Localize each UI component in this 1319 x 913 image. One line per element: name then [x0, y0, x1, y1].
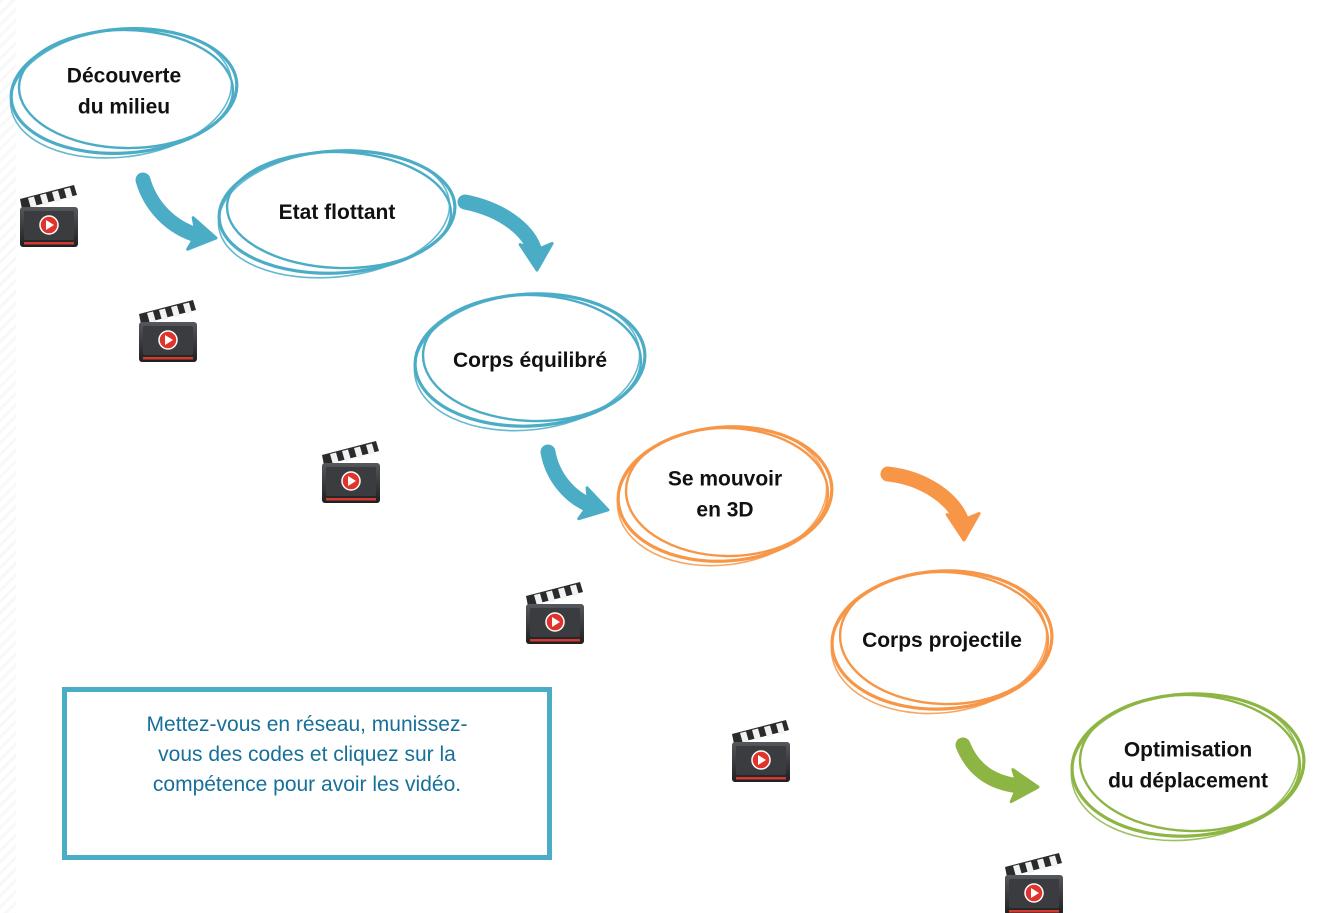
decorative-edge-pattern [0, 0, 16, 913]
competence-node-1[interactable]: Découverte du milieu [3, 16, 241, 170]
competence-label: Etat flottant [279, 201, 396, 224]
flow-arrow-1 [135, 172, 218, 251]
competence-node-6[interactable]: Optimisation du déplacement [1064, 682, 1308, 851]
competence-label: du milieu [78, 96, 170, 119]
competence-label: Se mouvoir [668, 468, 782, 491]
flow-arrow-4 [880, 466, 981, 542]
clapperboard-play-icon[interactable] [732, 720, 790, 782]
competence-label: Découverte [67, 65, 181, 88]
competence-node-2[interactable]: Etat flottant [212, 139, 458, 289]
info-box: Mettez-vous en réseau, munissez- vous de… [62, 687, 552, 860]
competence-node-4[interactable]: Se mouvoir en 3D [609, 415, 836, 578]
clapperboard-play-icon[interactable] [20, 185, 78, 247]
clapperboard-play-icon[interactable] [526, 582, 584, 644]
info-text: Mettez-vous en réseau, munissez- vous de… [146, 713, 468, 796]
competence-label: Optimisation [1124, 739, 1252, 762]
competence-label: en 3D [696, 499, 753, 522]
flow-arrow-5 [955, 737, 1040, 804]
competence-label: Corps projectile [862, 629, 1022, 652]
flow-arrow-2 [457, 194, 554, 272]
competence-label: Corps équilibré [453, 349, 607, 372]
competence-label: du déplacement [1108, 770, 1268, 793]
clapperboard-play-icon[interactable] [139, 300, 197, 362]
clapperboard-play-icon[interactable] [322, 441, 380, 503]
clapperboard-play-icon[interactable] [1005, 853, 1063, 913]
competence-node-3[interactable]: Corps équilibré [408, 283, 649, 442]
competence-node-5[interactable]: Corps projectile [824, 560, 1055, 724]
flow-arrow-3 [540, 444, 610, 521]
